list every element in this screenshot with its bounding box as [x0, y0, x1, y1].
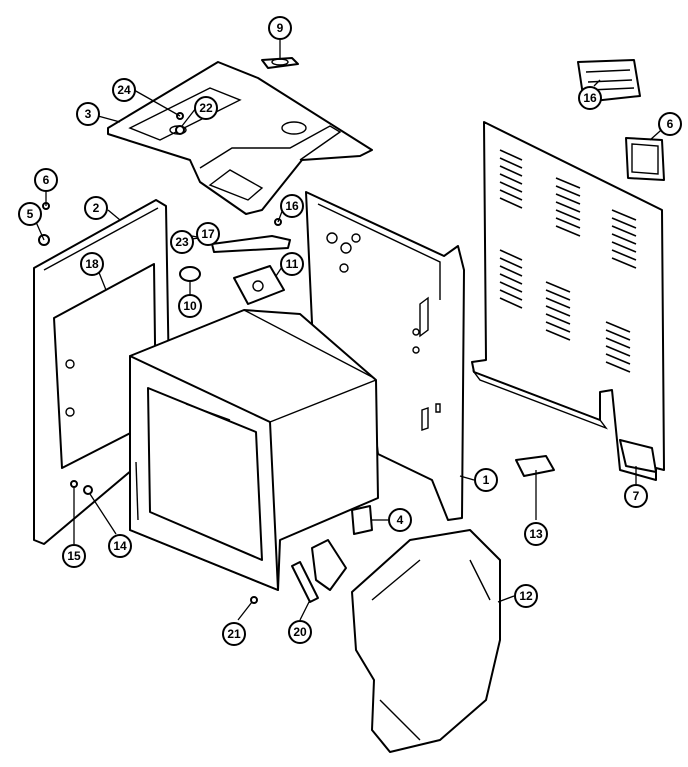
callout-circle [288, 620, 312, 644]
callout-circle [514, 584, 538, 608]
callout-circle [62, 544, 86, 568]
callout-14: 14 [108, 534, 132, 558]
callout-2: 2 [84, 196, 108, 220]
callout-circle [170, 230, 194, 254]
callout-circle [280, 252, 304, 276]
callout-1: 1 [474, 468, 498, 492]
callout-circle [84, 196, 108, 220]
callout-22: 22 [194, 96, 218, 120]
callout-circle [222, 622, 246, 646]
callout-circle [108, 534, 132, 558]
oven-cavity [129, 309, 379, 591]
callout-circle [578, 86, 602, 110]
callout-23: 23 [170, 230, 194, 254]
callout-7: 7 [624, 484, 648, 508]
callout-label: 5 [27, 207, 34, 221]
callout-label: 14 [113, 539, 127, 553]
callout-21: 21 [222, 622, 246, 646]
insulation-part-12 [351, 529, 501, 753]
callout-circle [34, 168, 58, 192]
callout-circle [76, 102, 100, 126]
callout-4: 4 [388, 508, 412, 532]
bracket-part-13 [515, 455, 555, 477]
bracket-part-8 [625, 137, 665, 181]
knob-part-10 [179, 266, 201, 282]
callout-5: 5 [18, 202, 42, 226]
callout-18: 18 [80, 252, 104, 276]
callout-11: 11 [280, 252, 304, 276]
callout-label: 3 [85, 107, 92, 121]
callout-circle [524, 522, 548, 546]
callout-label: 11 [286, 257, 299, 271]
callout-label: 21 [227, 627, 241, 641]
callout-label: 2 [93, 201, 100, 215]
callout-label: 10 [183, 299, 197, 313]
callout-24: 24 [112, 78, 136, 102]
cap-part-9 [261, 57, 299, 69]
callout-circle [624, 484, 648, 508]
hinge-part-20 [291, 539, 347, 603]
callout-label: 16 [285, 199, 299, 213]
callout-16: 16 [578, 86, 602, 110]
callout-circle [196, 222, 220, 246]
callout-label: 24 [117, 83, 131, 97]
callout-label: 16 [583, 91, 597, 105]
right-side-panel [305, 191, 465, 521]
callout-circle [80, 252, 104, 276]
callout-label: 23 [175, 235, 189, 249]
callout-label: 17 [201, 227, 215, 241]
callout-label: 22 [199, 101, 213, 115]
bracket-part-7 [619, 439, 657, 473]
callout-label: 12 [519, 589, 533, 603]
callout-group: 9 24 22 3 16 6 6 5 2 18 16 17 23 11 10 1 13 7 15 14 4 12 21 20 [18, 16, 682, 646]
callout-6: 6 [658, 112, 682, 136]
callout-label: 18 [85, 257, 99, 271]
callout-9: 9 [268, 16, 292, 40]
callout-label: 9 [277, 21, 284, 35]
callout-16: 16 [280, 194, 304, 218]
callout-label: 13 [529, 527, 543, 541]
callout-circle [178, 294, 202, 318]
callout-12: 12 [514, 584, 538, 608]
callout-label: 20 [293, 625, 307, 639]
top-panel [107, 61, 373, 215]
callout-circle [18, 202, 42, 226]
rear-panel [471, 121, 665, 481]
callout-circle [112, 78, 136, 102]
callout-3: 3 [76, 102, 100, 126]
callout-circle [474, 468, 498, 492]
callout-13: 13 [524, 522, 548, 546]
callout-label: 6 [43, 173, 50, 187]
callout-circle [388, 508, 412, 532]
callout-label: 15 [67, 549, 81, 563]
callout-circle [194, 96, 218, 120]
rod-part-17 [211, 235, 291, 253]
callout-10: 10 [178, 294, 202, 318]
callout-label: 7 [633, 489, 640, 503]
callout-15: 15 [62, 544, 86, 568]
callout-label: 1 [483, 473, 490, 487]
clip-part-4 [351, 505, 373, 535]
callout-20: 20 [288, 620, 312, 644]
bracket-part-11 [233, 265, 285, 305]
callout-circle [268, 16, 292, 40]
callout-6: 6 [34, 168, 58, 192]
callout-circle [280, 194, 304, 218]
callout-17: 17 [196, 222, 220, 246]
callout-circle [658, 112, 682, 136]
callout-label: 4 [397, 513, 404, 527]
callout-label: 6 [667, 117, 674, 131]
